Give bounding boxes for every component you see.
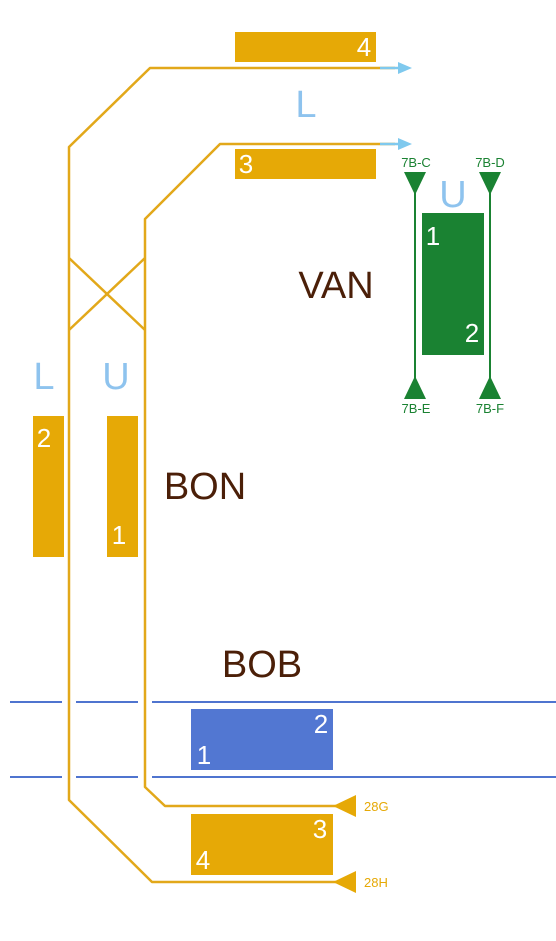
yellow-block-left-1: 1	[107, 416, 138, 557]
station-label-van: VAN	[298, 265, 373, 307]
triangle-left-icon	[333, 795, 356, 817]
blue-track-lines	[10, 701, 556, 778]
block-number: 1	[112, 520, 126, 550]
track-l-outer	[67, 66, 395, 884]
block-number: 2	[314, 709, 328, 739]
crossover-track	[68, 257, 146, 331]
signal-label-28g: 28G	[364, 799, 389, 814]
track-end-arrows	[380, 62, 412, 150]
block-number: 4	[357, 32, 371, 62]
arrow-right-icon	[380, 138, 412, 150]
signal-label-7b-c: 7B-C	[401, 155, 431, 170]
yellow-block-top-4: 4	[235, 32, 376, 62]
green-block	[422, 213, 484, 355]
triangle-down-icon	[479, 172, 501, 195]
direction-label-u: U	[439, 174, 466, 216]
direction-label-l: L	[33, 356, 54, 398]
station-label-bon: BON	[164, 466, 246, 508]
yellow-block-bottom-3-4: 3 4	[191, 814, 333, 875]
signal-label-28h: 28H	[364, 875, 388, 890]
yellow-block-left-2: 2	[33, 416, 64, 557]
block-number: 1	[197, 740, 211, 770]
triangle-down-icon	[404, 172, 426, 195]
triangle-left-icon	[333, 871, 356, 893]
triangle-up-icon	[404, 376, 426, 399]
block-number: 2	[37, 423, 51, 453]
green-track-section: 1 2	[404, 172, 501, 399]
block-number: 2	[465, 318, 479, 348]
direction-label-l: L	[295, 84, 316, 126]
station-label-bob: BOB	[222, 644, 302, 686]
block-number: 4	[196, 845, 210, 875]
signal-label-7b-f: 7B-F	[476, 401, 504, 416]
triangle-up-icon	[479, 376, 501, 399]
block-number: 3	[313, 814, 327, 844]
track-u-inner	[143, 142, 395, 808]
direction-label-u: U	[102, 356, 129, 398]
block-number: 1	[426, 221, 440, 251]
signal-label-7b-d: 7B-D	[475, 155, 505, 170]
signal-label-7b-e: 7B-E	[402, 401, 431, 416]
arrow-right-icon	[380, 62, 412, 74]
block-number: 3	[239, 149, 253, 179]
blue-block: 2 1	[191, 709, 333, 770]
yellow-tracks	[67, 66, 395, 884]
yellow-block-top-3: 3	[235, 149, 376, 179]
